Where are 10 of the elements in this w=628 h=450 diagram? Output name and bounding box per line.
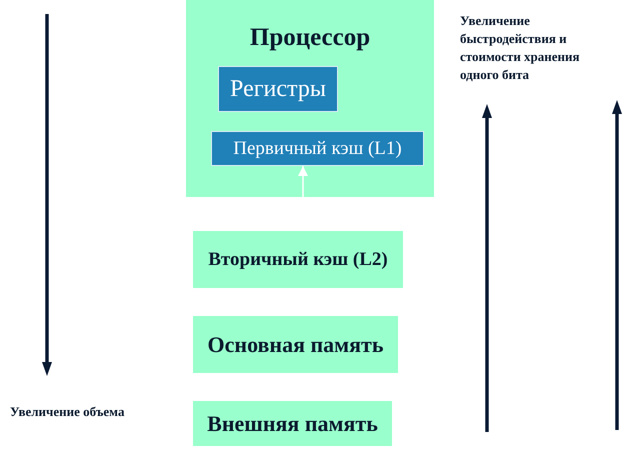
processor-panel	[186, 0, 434, 197]
note-text: Увеличение объема	[10, 403, 124, 421]
arrow	[298, 166, 308, 197]
note-text: Увеличение быстродействия и стоимости хранения одного бита	[460, 12, 581, 84]
panel-title: Процессор	[250, 24, 370, 52]
memory-box: Внешняя память	[193, 401, 392, 446]
memory-box: Основная память	[193, 316, 398, 373]
component-box: Первичный кэш (L1)	[211, 131, 424, 166]
memory-box: Вторичный кэш (L2)	[193, 231, 403, 288]
component-box: Регистры	[218, 66, 338, 112]
